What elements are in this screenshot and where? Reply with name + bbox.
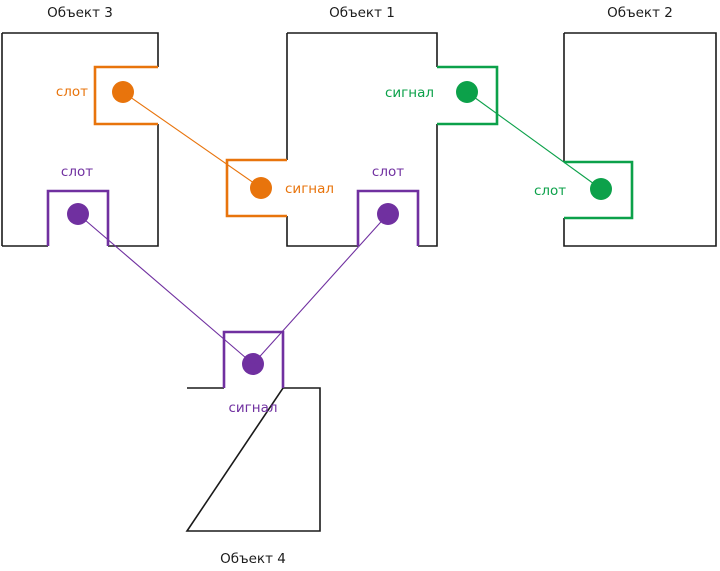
object1-title: Объект 1 (329, 5, 395, 21)
object4-signal-purple-notch[interactable] (222, 330, 285, 388)
object3-outline (2, 32, 159, 247)
object3-slot-purple-notch[interactable] (46, 189, 110, 246)
object4-title: Объект 4 (220, 551, 286, 567)
object4-signal-purple-label: сигнал (228, 400, 277, 416)
object-group-object4[interactable]: сигнал Объект 4 (185, 330, 321, 567)
object3-slot-orange-label: слот (56, 84, 88, 100)
object1-outline (286, 32, 438, 247)
object3-title: Объект 3 (47, 5, 113, 21)
object1-signal-orange-notch[interactable] (225, 158, 287, 218)
connection-green-object1-object2[interactable] (466, 91, 602, 190)
object2-slot-green-notch[interactable] (564, 160, 634, 220)
connection-purple-object3-object4[interactable] (77, 213, 254, 365)
object-group-object2[interactable]: слот Объект 2 (534, 5, 717, 247)
object1-signal-orange-label: сигнал (285, 181, 334, 197)
object2-outline (563, 32, 717, 247)
object1-slot-purple-notch[interactable] (356, 189, 420, 246)
object2-slot-green-label: слот (534, 183, 566, 199)
object-group-object3[interactable]: слот слот Объект 3 (1, 5, 159, 247)
connection-lines (77, 91, 602, 365)
object1-slot-purple-label: слот (372, 164, 404, 180)
object4-outline (185, 387, 321, 532)
object1-signal-green-label: сигнал (385, 85, 434, 101)
object1-signal-green-notch[interactable] (437, 65, 499, 126)
connection-orange-object3-object1[interactable] (122, 91, 262, 189)
object-group-object1[interactable]: сигнал сигнал слот Объект 1 (225, 5, 499, 247)
object2-title: Объект 2 (607, 5, 673, 21)
object3-slot-orange-notch[interactable] (93, 65, 158, 126)
connection-purple-object1-object4[interactable] (252, 213, 389, 365)
object3-slot-purple-label: слот (61, 164, 93, 180)
